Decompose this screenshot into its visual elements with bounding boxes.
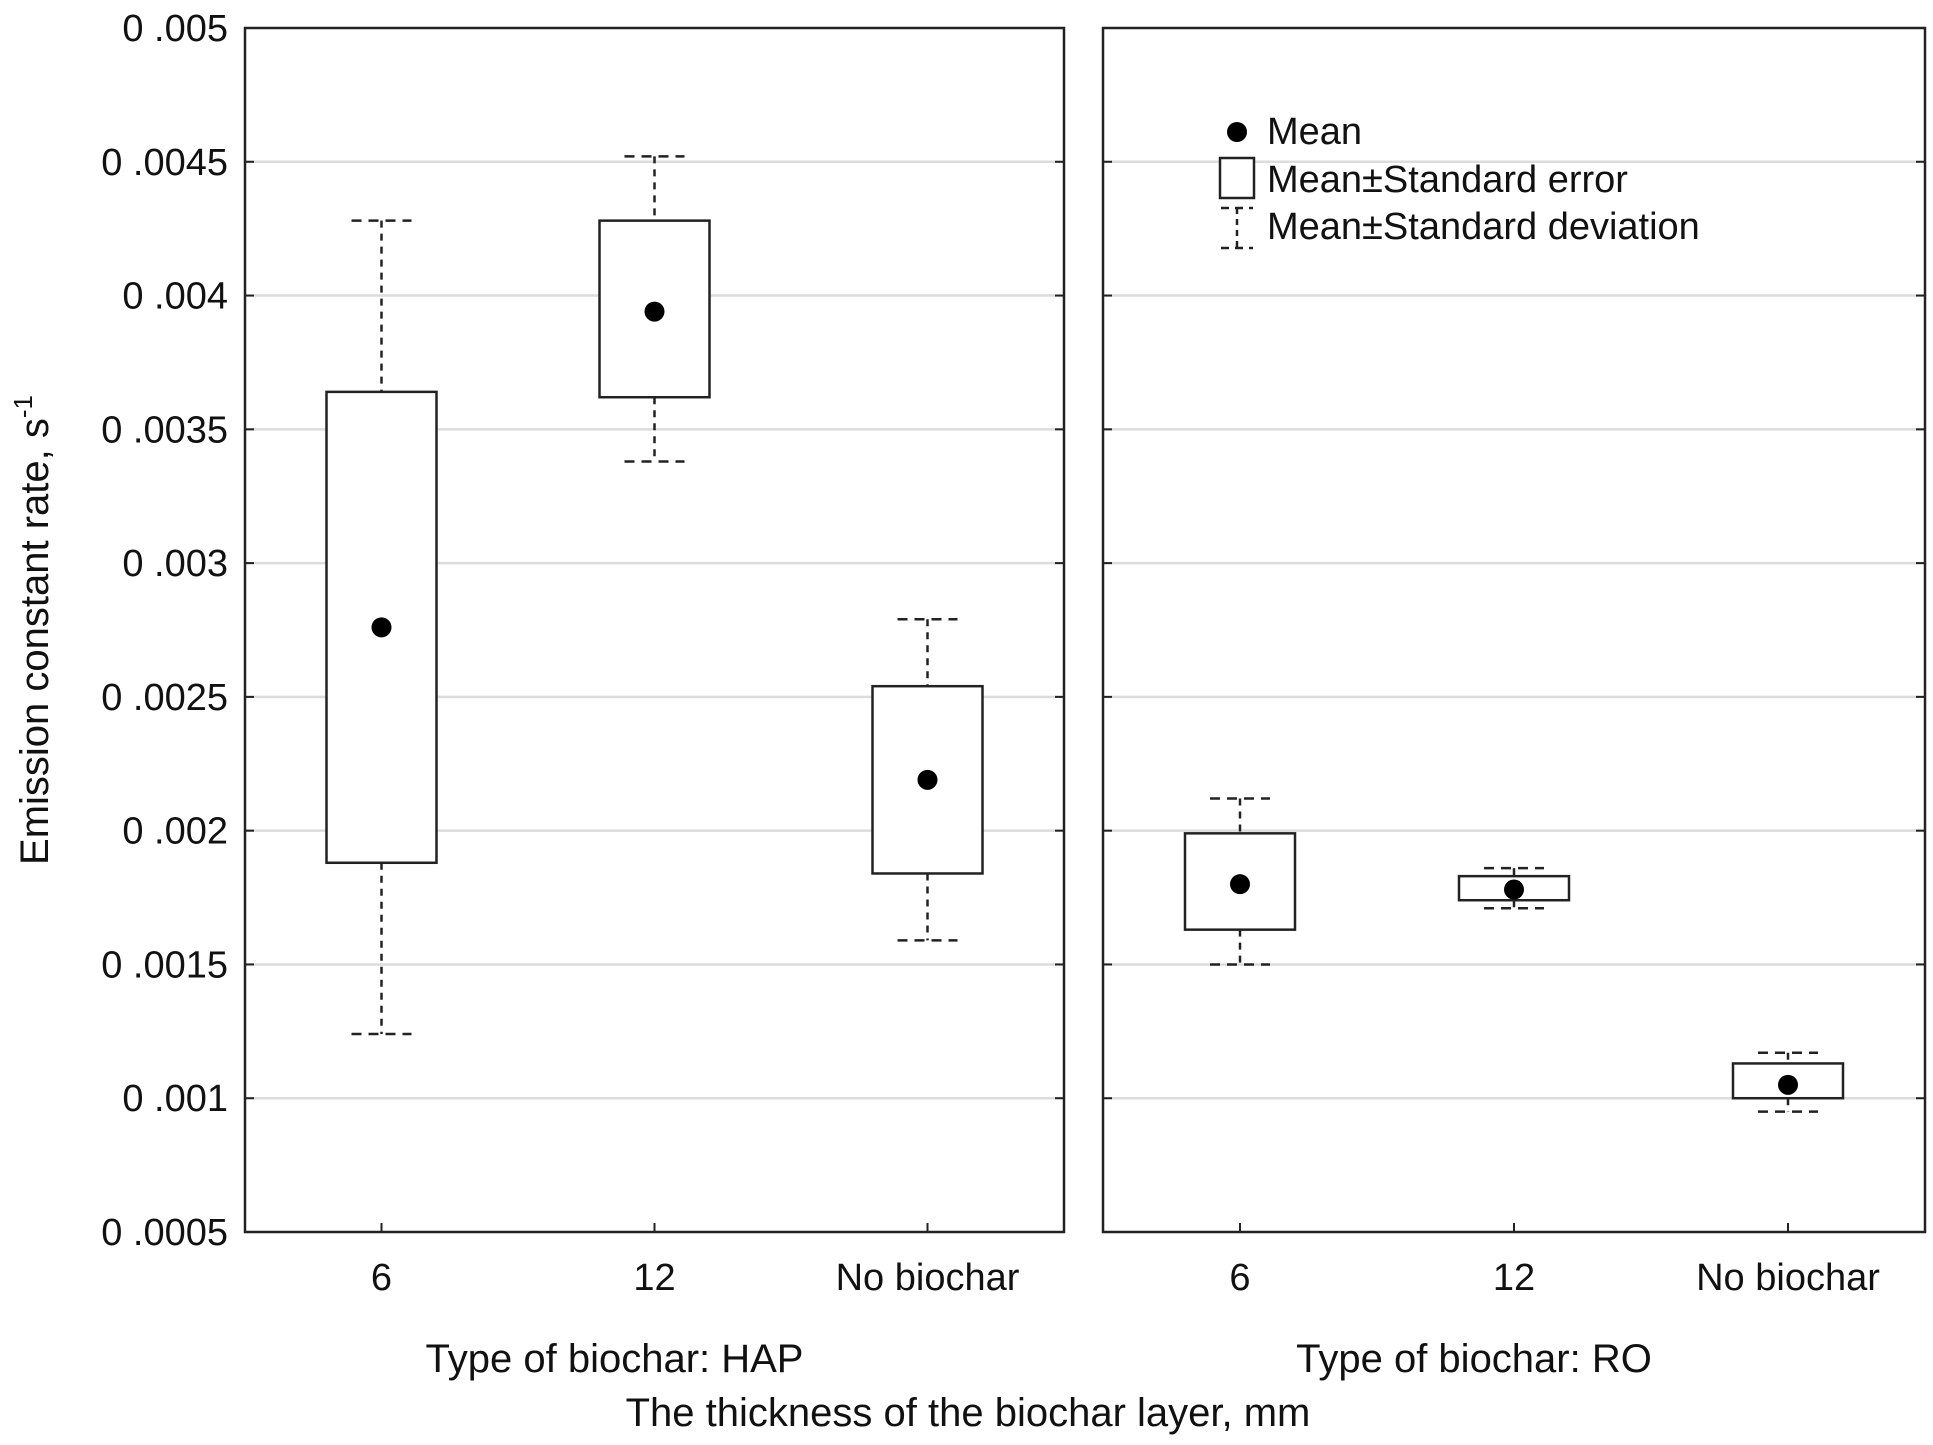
y-tick-label: 0 .001 bbox=[122, 1078, 228, 1120]
y-axis: 0 .0005 0 .001 0 .0015 0 .002 0 .0025 0 .003 0… bbox=[101, 8, 228, 1254]
x-tick-label: No biochar bbox=[1696, 1257, 1880, 1299]
x-tick-label: No biochar bbox=[836, 1257, 1020, 1299]
legend-sd-label: Mean±Standard deviation bbox=[1267, 206, 1700, 248]
y-tick-label: 0 .004 bbox=[122, 276, 228, 318]
y-tick-label: 0 .005 bbox=[122, 8, 228, 50]
y-tick-label: 0 .002 bbox=[122, 811, 228, 853]
x-tick-label: 12 bbox=[1493, 1257, 1535, 1299]
y-axis-title-superscript: -1 bbox=[8, 395, 38, 418]
mean-marker bbox=[917, 769, 938, 790]
y-tick-label: 0 .0035 bbox=[101, 409, 228, 451]
mean-marker bbox=[1230, 874, 1250, 895]
mean-marker bbox=[1778, 1074, 1798, 1095]
box-group bbox=[871, 618, 984, 942]
y-tick-label: 0 .003 bbox=[122, 543, 228, 585]
axis-titles: Type of biochar: HAP Type of biochar: RO T… bbox=[8, 395, 1652, 1435]
box-group bbox=[1457, 866, 1571, 910]
x-tick-label: 12 bbox=[633, 1257, 675, 1299]
y-axis-title-text: Emission constant rate, s bbox=[13, 418, 57, 865]
legend-mean-label: Mean bbox=[1267, 111, 1362, 153]
y-tick-label: 0 .0005 bbox=[101, 1212, 228, 1254]
box-series bbox=[325, 155, 1845, 1113]
gridlines bbox=[245, 27, 1925, 1233]
y-axis-title: Emission constant rate, s-1 bbox=[8, 395, 57, 865]
x-axis-title: The thickness of the biochar layer, mm bbox=[626, 1391, 1311, 1435]
box-group bbox=[1183, 797, 1297, 966]
box-group bbox=[1731, 1051, 1845, 1113]
panel-label: Type of biochar: HAP bbox=[426, 1337, 804, 1381]
box-group bbox=[325, 219, 438, 1036]
y-tick-label: 0 .0025 bbox=[101, 677, 228, 719]
panel-label: Type of biochar: RO bbox=[1296, 1337, 1652, 1381]
mean-marker bbox=[1504, 879, 1524, 900]
x-tick-label: 6 bbox=[371, 1257, 392, 1299]
y-tick-label: 0 .0015 bbox=[101, 944, 228, 986]
mean-marker bbox=[644, 301, 665, 322]
x-tick-label: 6 bbox=[1229, 1257, 1250, 1299]
y-tick-label: 0 .0045 bbox=[101, 142, 228, 184]
mean-marker bbox=[371, 617, 392, 638]
box-group bbox=[598, 155, 711, 463]
x-axis: 6 12 No biochar 6 12 No biochar bbox=[371, 1223, 1880, 1299]
legend-se-label: Mean±Standard error bbox=[1267, 159, 1628, 201]
legend-se-swatch bbox=[1218, 156, 1256, 200]
legend-mean-marker bbox=[1227, 122, 1247, 142]
